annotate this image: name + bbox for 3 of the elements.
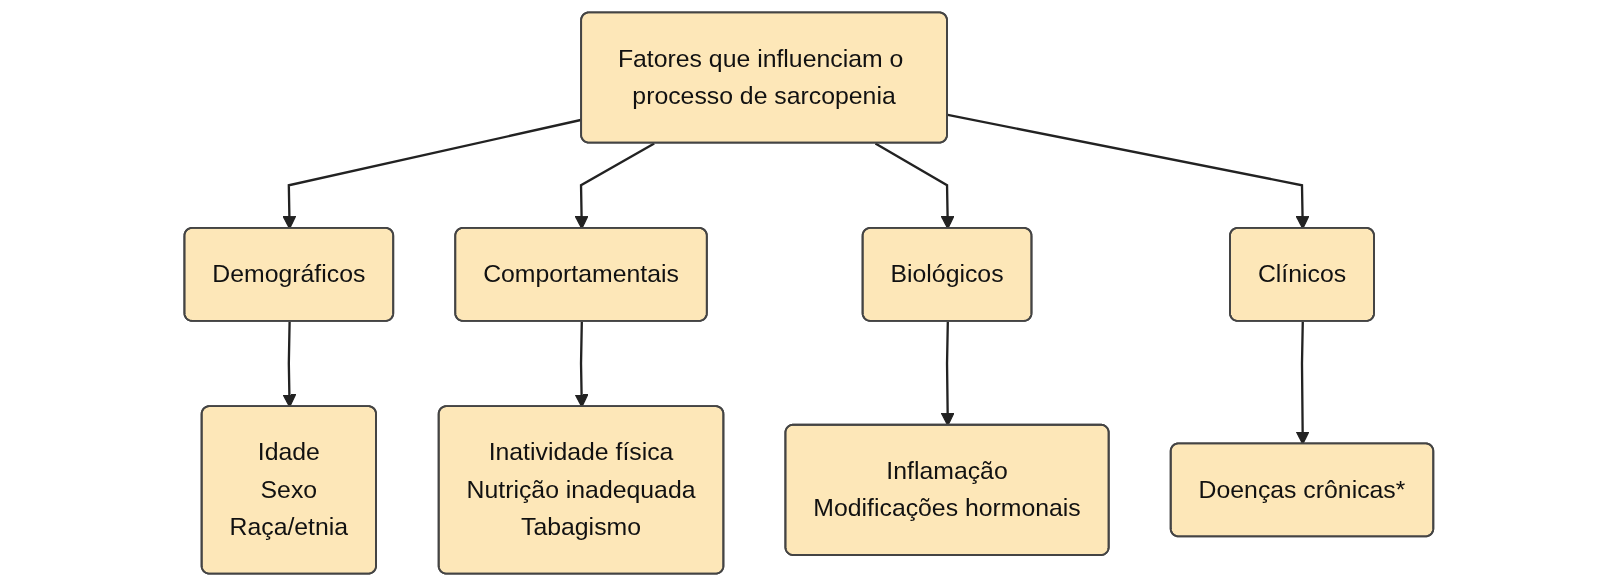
arrow <box>1295 321 1310 445</box>
arrow <box>282 321 296 408</box>
arrow <box>574 321 589 408</box>
